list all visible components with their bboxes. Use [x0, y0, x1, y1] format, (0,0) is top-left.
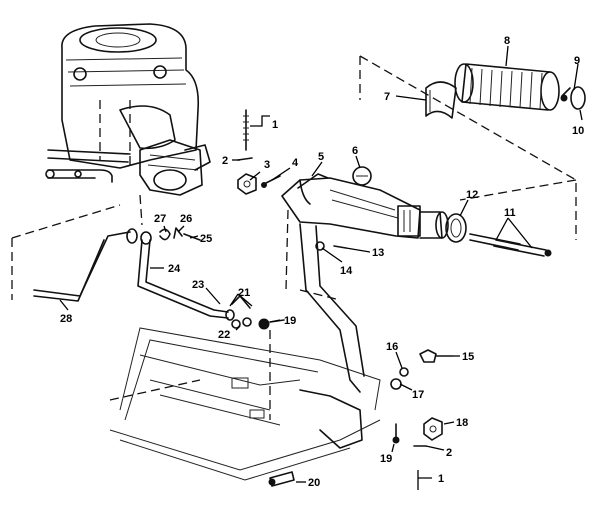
callouts: 1 2 3 4 5 6 7 8 9 10 11 12 13 14 15 16 1…	[60, 35, 584, 489]
callout-2-top: 2	[222, 155, 228, 167]
washer-10	[570, 86, 586, 110]
throttle-linkage	[45, 149, 131, 183]
hardware-19-21-22	[231, 295, 285, 330]
callout-16: 16	[386, 341, 398, 353]
callout-5: 5	[318, 151, 324, 163]
leader-lines	[59, 45, 583, 490]
rod-23-24	[137, 231, 235, 321]
support-arm	[299, 223, 365, 393]
ring-12	[445, 213, 467, 243]
callout-15: 15	[462, 351, 474, 363]
callout-27: 27	[154, 213, 166, 225]
callout-17: 17	[412, 389, 424, 401]
cap-6	[352, 166, 372, 186]
callout-18: 18	[456, 417, 468, 429]
carburetor	[139, 139, 211, 196]
fasteners-13-14	[315, 241, 347, 251]
callout-9: 9	[574, 55, 580, 67]
bolt-1-2	[237, 109, 253, 161]
engine-assembly	[61, 23, 200, 170]
chassis-frame	[109, 327, 381, 481]
callout-1-top: 1	[272, 119, 278, 131]
callout-10: 10	[572, 125, 584, 137]
bolt-4	[261, 175, 281, 188]
callout-7: 7	[384, 91, 390, 103]
callout-13: 13	[372, 247, 384, 259]
callout-19-left: 19	[284, 315, 296, 327]
callout-14: 14	[340, 265, 353, 277]
pins-11	[469, 233, 552, 257]
callout-1-bottom: 1	[438, 473, 444, 485]
callout-26: 26	[180, 213, 192, 225]
callout-12: 12	[466, 189, 478, 201]
callout-3: 3	[264, 159, 270, 171]
callout-8: 8	[504, 35, 510, 47]
clip-7	[425, 81, 457, 119]
callout-6: 6	[352, 145, 358, 157]
callout-11: 11	[504, 207, 516, 219]
callout-23: 23	[192, 279, 204, 291]
callout-24: 24	[168, 263, 181, 275]
callout-20: 20	[308, 477, 320, 489]
callout-21: 21	[238, 287, 250, 299]
callout-25: 25	[200, 233, 212, 245]
rod-28	[33, 228, 138, 302]
housing-5	[281, 173, 449, 239]
hardware-15-16-17	[390, 349, 453, 390]
callout-19-right: 19	[380, 453, 392, 465]
washer-9	[560, 87, 571, 102]
nut-3	[237, 173, 257, 195]
callout-22: 22	[218, 329, 230, 341]
callout-28: 28	[60, 313, 72, 325]
callout-4: 4	[292, 157, 299, 169]
grip-8	[454, 63, 560, 111]
hardware-18-19-2	[392, 417, 443, 447]
bolt-20	[268, 471, 295, 487]
callout-2-bottom: 2	[446, 447, 452, 459]
